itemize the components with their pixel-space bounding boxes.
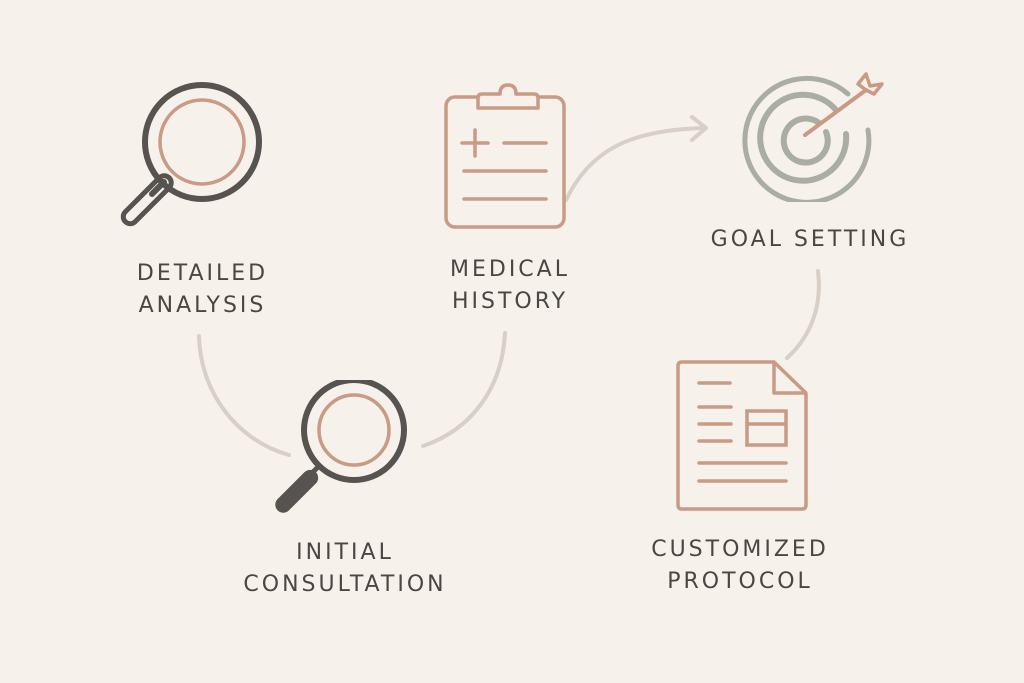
label-line-2: Protocol	[667, 569, 813, 594]
clipboard-icon	[444, 83, 566, 229]
connector-goal-to-protocol	[785, 269, 821, 360]
step-label: Goal Setting	[690, 224, 930, 256]
label-line-1: Detailed	[136, 261, 269, 286]
step-label: Medical History	[410, 254, 610, 318]
magnifying-glass-icon	[120, 82, 262, 227]
step-label: Detailed Analysis	[100, 258, 305, 322]
label-line-2: Consultation	[243, 572, 447, 597]
label-line-2: Analysis	[138, 293, 267, 318]
connector-history-to-goal	[564, 126, 706, 202]
step-label: Customized Protocol	[620, 534, 860, 598]
label-line-2: History	[451, 289, 569, 314]
label-line-1: Initial	[296, 540, 394, 565]
document-icon	[676, 360, 808, 511]
connector-analysis-to-consultation	[197, 334, 291, 457]
label-line-1: Customized	[651, 537, 829, 562]
target-arrow-icon	[742, 72, 884, 202]
step-label: Initial Consultation	[215, 537, 475, 601]
connector-consultation-to-history	[421, 331, 507, 448]
magnifying-glass-icon	[275, 380, 407, 513]
label-line-1: Medical	[450, 257, 570, 282]
label-line-1: Goal Setting	[710, 227, 910, 252]
arrowhead-icon	[690, 115, 708, 142]
